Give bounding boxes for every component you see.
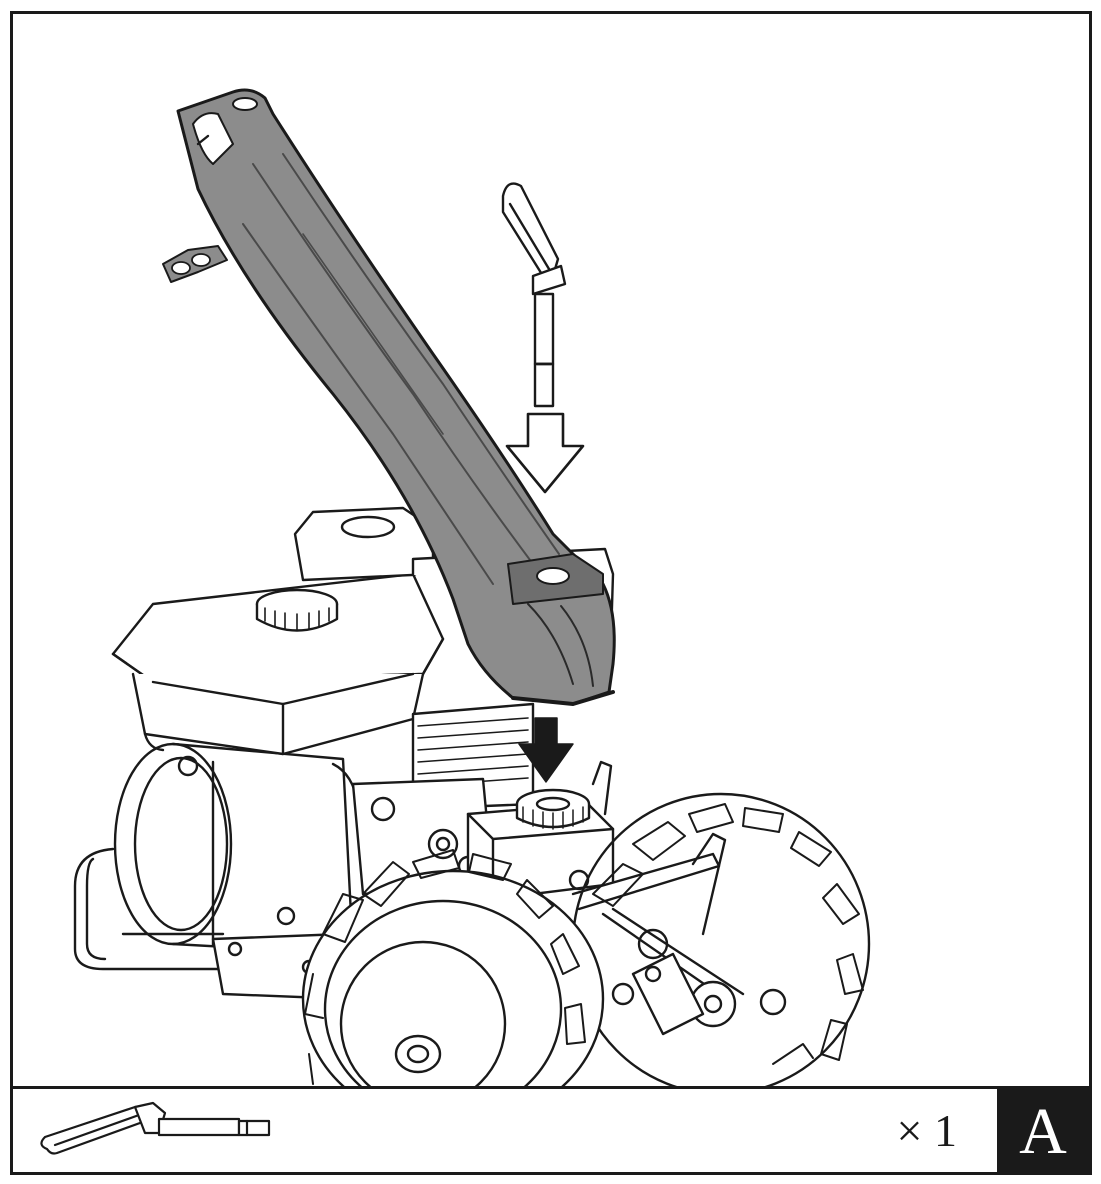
instruction-panel: × 1 A <box>10 11 1092 1175</box>
fuel-tank <box>111 572 445 756</box>
quantity-label: × 1 <box>896 1105 957 1156</box>
parts-list-bar: × 1 A <box>13 1086 1089 1172</box>
hitch-pin <box>501 182 567 408</box>
hitch-pin-icon <box>35 1099 295 1168</box>
down-arrow-solid-icon <box>518 717 574 783</box>
handle-mount <box>466 760 615 901</box>
left-wheel <box>301 849 605 1086</box>
assembly-illustration <box>13 14 1089 1086</box>
step-badge: A <box>997 1089 1089 1172</box>
handlebar-arm <box>162 88 616 706</box>
down-arrow-outline-icon <box>505 412 585 494</box>
